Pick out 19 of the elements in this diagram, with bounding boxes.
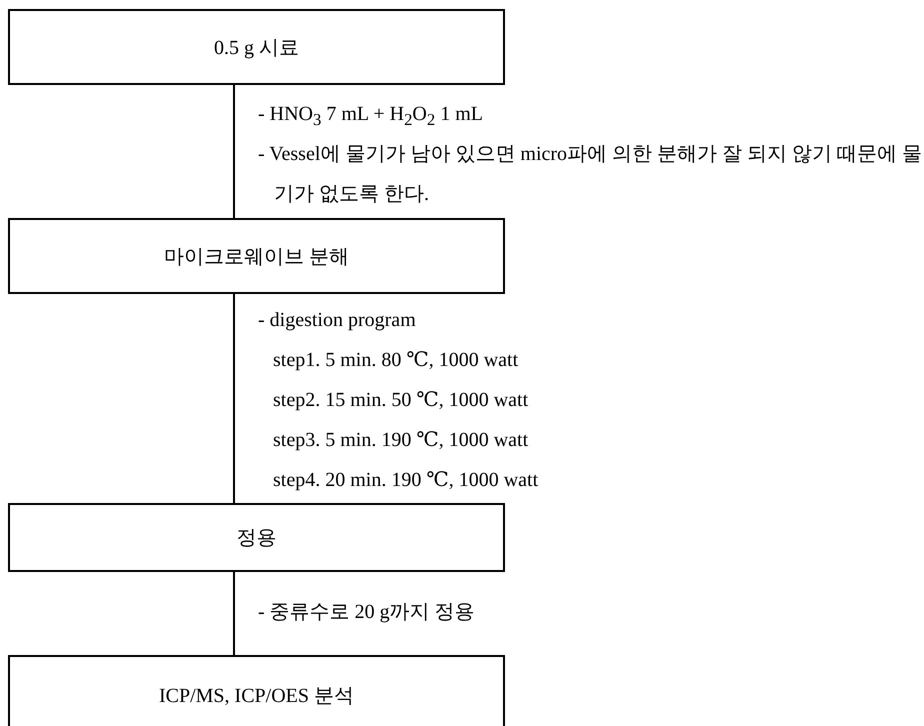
- note-text: step3. 5 min. 190 ℃, 1000 watt: [273, 428, 528, 452]
- note-text: - 중류수로 20 g까지 정용: [258, 600, 475, 624]
- box-label: 정용: [236, 526, 276, 551]
- connector-line: [233, 85, 235, 218]
- process-box: [8, 503, 505, 572]
- note-text: - digestion program: [258, 308, 416, 332]
- note-text: - Vessel에 물기가 남아 있으면 micro파에 의한 분해가 잘 되지 않기 때문에 물기가 없도록 한다.: [258, 142, 924, 207]
- connector-line: [233, 294, 235, 503]
- note-text: step4. 20 min. 190 ℃, 1000 watt: [273, 468, 538, 492]
- box-label: ICP/MS, ICP/OES 분석: [158, 684, 354, 708]
- note-text: step2. 15 min. 50 ℃, 1000 watt: [273, 388, 528, 412]
- box-label: 0.5 g 시료: [214, 36, 299, 60]
- note-text: step1. 5 min. 80 ℃, 1000 watt: [273, 348, 518, 372]
- connector-line: [233, 572, 235, 655]
- process-box: [8, 218, 505, 294]
- note-text: - HNO$_{3}$ 7 mL + H$_{2}$O$_{2}$ 1 mL: [258, 102, 483, 131]
- process-box: [8, 9, 505, 85]
- process-box: [8, 655, 505, 726]
- box-label: 마이크로웨이브 분해: [164, 244, 349, 270]
